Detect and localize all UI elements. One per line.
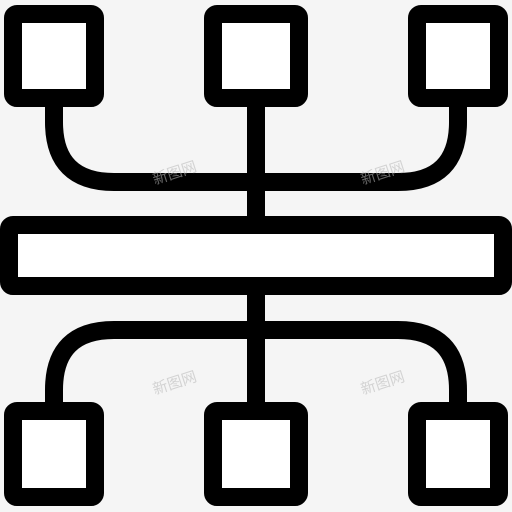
connector-bottom-right	[256, 321, 467, 412]
connector-bottom-left	[45, 321, 256, 412]
node-top-center	[204, 5, 308, 107]
hub-bar	[0, 216, 512, 295]
node-top-left	[4, 5, 104, 107]
node-bottom-center	[204, 402, 308, 506]
connector-top-left	[45, 100, 256, 191]
nodes	[0, 5, 512, 506]
node-top-right	[408, 5, 508, 107]
connector-top-right	[256, 100, 467, 191]
node-bottom-right	[408, 402, 508, 506]
connector-lines	[45, 100, 467, 412]
node-bottom-left	[4, 402, 104, 506]
